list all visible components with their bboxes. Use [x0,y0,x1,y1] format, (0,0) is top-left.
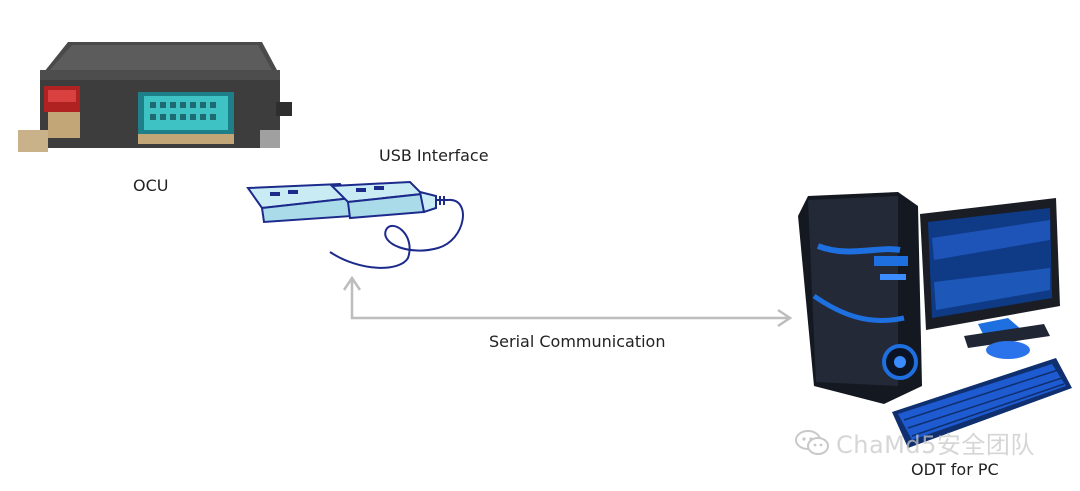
serial-communication-label: Serial Communication [489,332,666,351]
watermark: ChaMd5安全团队 [794,425,1035,460]
watermark-text: ChaMd5安全团队 [836,431,1035,459]
wechat-icon [795,429,829,455]
usb-interface-label: USB Interface [379,146,489,165]
ocu-device-image [18,42,292,152]
serial-arrow [342,275,793,328]
ocu-label: OCU [133,176,169,195]
usb-cable-image [246,180,464,269]
odt-for-pc-label: ODT for PC [911,460,999,479]
pc-image [798,192,1072,448]
